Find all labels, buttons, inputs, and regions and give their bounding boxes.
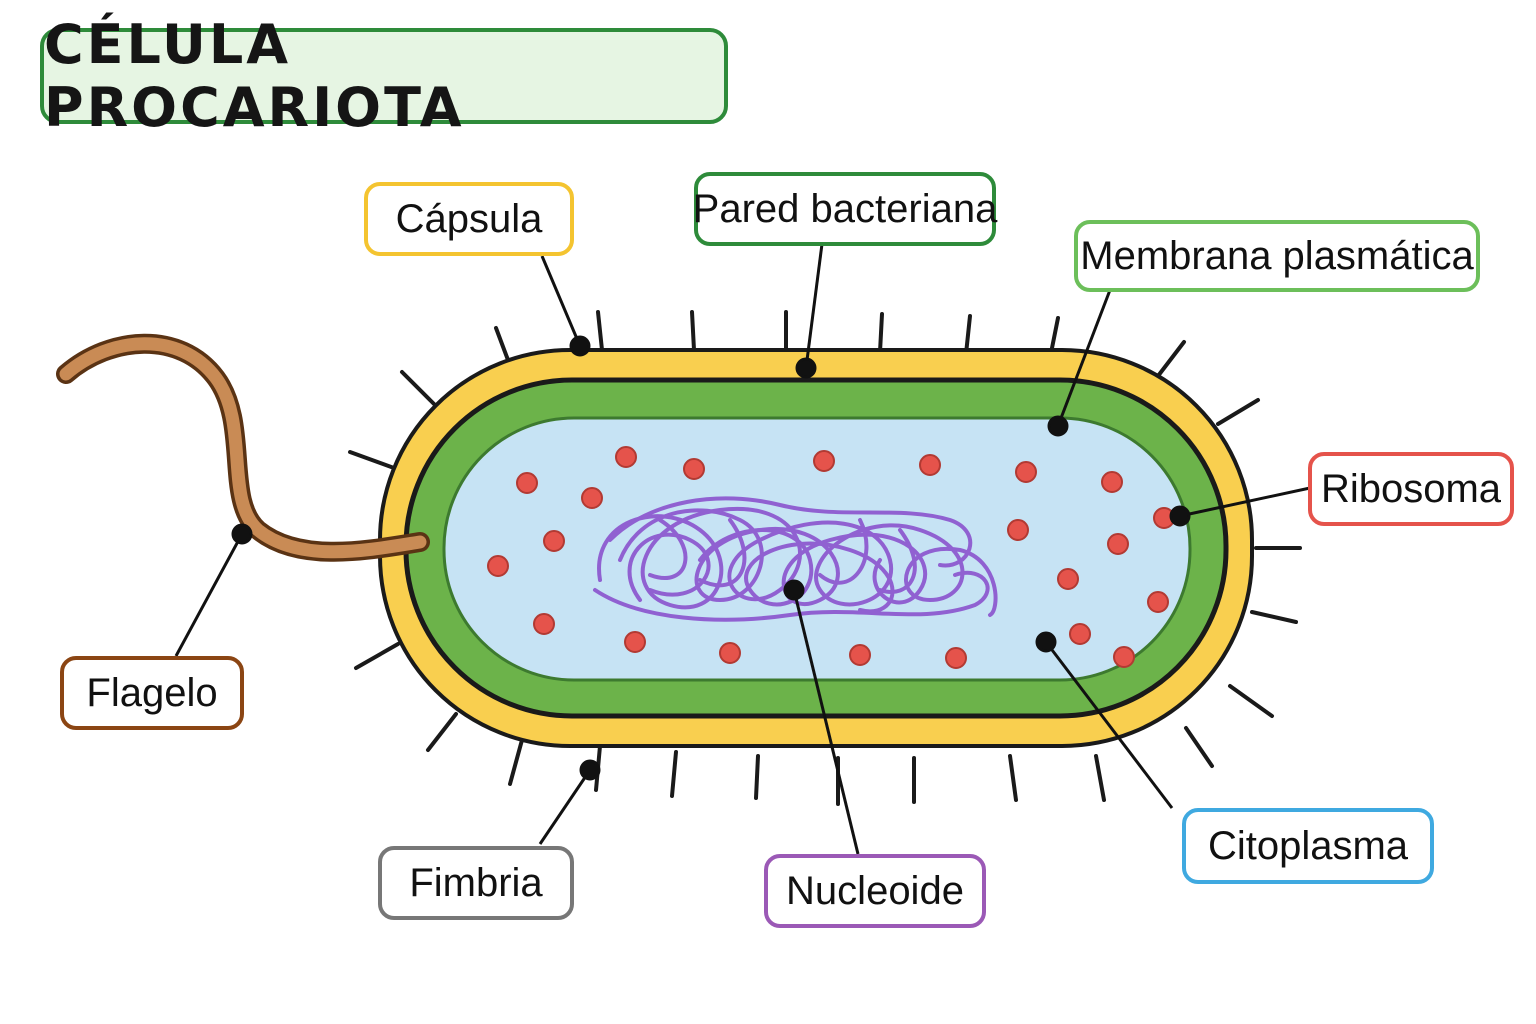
ribosomes — [487, 446, 1175, 669]
ribosome — [624, 631, 646, 653]
label-flagelo-text: Flagelo — [86, 670, 218, 715]
flagelo-leader — [174, 533, 244, 657]
ribosome — [945, 647, 967, 669]
fimbria-hair — [1094, 754, 1106, 802]
membrana-dot — [1047, 415, 1069, 437]
label-ribosoma: Ribosoma — [1308, 452, 1514, 526]
ribosome — [1057, 568, 1079, 590]
ribosome — [1147, 591, 1169, 613]
label-pared-bacteriana-text: Pared bacteriana — [692, 186, 998, 231]
label-fimbria: Fimbria — [378, 846, 574, 920]
ribosome — [1015, 461, 1037, 483]
ribosome — [533, 613, 555, 635]
label-nucleoide-text: Nucleoide — [786, 868, 964, 913]
ribosome — [543, 530, 565, 552]
pared-dot — [795, 357, 817, 379]
label-nucleoide: Nucleoide — [764, 854, 986, 928]
flagellum-inner — [59, 337, 427, 559]
ribosome — [581, 487, 603, 509]
fimbria-hair — [670, 750, 678, 798]
nucleoide-leader — [792, 589, 860, 855]
fimbria-hair — [964, 314, 972, 356]
label-ribosoma-text: Ribosoma — [1320, 466, 1502, 511]
nucleoid-dna — [593, 496, 998, 622]
ribosome — [1101, 471, 1123, 493]
ribosome — [615, 446, 637, 468]
fimbria-hair — [1228, 684, 1274, 718]
flagelo-dot — [231, 523, 253, 545]
ribosome — [516, 472, 538, 494]
fimbria-hair — [1250, 610, 1298, 624]
ribosome — [1007, 519, 1029, 541]
ribosome — [849, 644, 871, 666]
fimbria-hair — [426, 712, 458, 752]
label-citoplasma-text: Citoplasma — [1207, 823, 1409, 868]
fimbria-hair — [348, 450, 396, 470]
ribosome — [1107, 533, 1129, 555]
ribosoma-dot — [1169, 505, 1191, 527]
pared-leader — [804, 243, 824, 369]
fimbriae — [348, 310, 1302, 806]
ribosome — [487, 555, 509, 577]
fimbria-hair — [1008, 754, 1018, 802]
fimbria-dot — [579, 759, 601, 781]
ribosome — [683, 458, 705, 480]
fimbria-hair — [508, 738, 524, 786]
label-membrana-plasmatica-text: Membrana plasmática — [1080, 233, 1474, 278]
fimbria-hair — [494, 326, 510, 362]
fimbria-hair — [400, 370, 436, 406]
fimbria-hair — [1184, 726, 1214, 768]
fimbria-leader — [538, 769, 592, 845]
label-pared-bacteriana: Pared bacteriana — [692, 172, 998, 246]
ribosome — [813, 450, 835, 472]
ribosome — [719, 642, 741, 664]
fimbria-hair — [878, 312, 884, 354]
fimbria-hair — [1156, 340, 1186, 378]
nucleoide-dot — [783, 579, 805, 601]
label-capsula: Cápsula — [364, 182, 574, 256]
fimbria-hair — [596, 310, 604, 352]
label-capsula-text: Cápsula — [395, 196, 543, 241]
capsula-dot — [569, 335, 591, 357]
ribosome — [919, 454, 941, 476]
title-box: CÉLULA PROCARIOTA — [40, 13, 728, 139]
label-citoplasma: Citoplasma — [1182, 808, 1434, 884]
ribosome — [1069, 623, 1091, 645]
fimbria-hair — [690, 310, 696, 352]
ribosoma-leader — [1179, 486, 1311, 518]
citoplasma-leader — [1044, 641, 1174, 809]
citoplasma-dot — [1035, 631, 1057, 653]
label-membrana-plasmatica: Membrana plasmática — [1074, 220, 1480, 292]
label-flagelo: Flagelo — [60, 656, 244, 730]
fimbria-hair — [1216, 398, 1260, 426]
fimbria-hair — [754, 754, 760, 800]
membrana-leader — [1056, 289, 1112, 427]
page-title: CÉLULA PROCARIOTA — [44, 13, 465, 139]
capsula-leader — [540, 255, 582, 347]
label-fimbria-text: Fimbria — [409, 860, 543, 905]
leader-lines — [174, 243, 1311, 855]
fimbria-hair — [354, 642, 400, 670]
ribosome — [1113, 646, 1135, 668]
